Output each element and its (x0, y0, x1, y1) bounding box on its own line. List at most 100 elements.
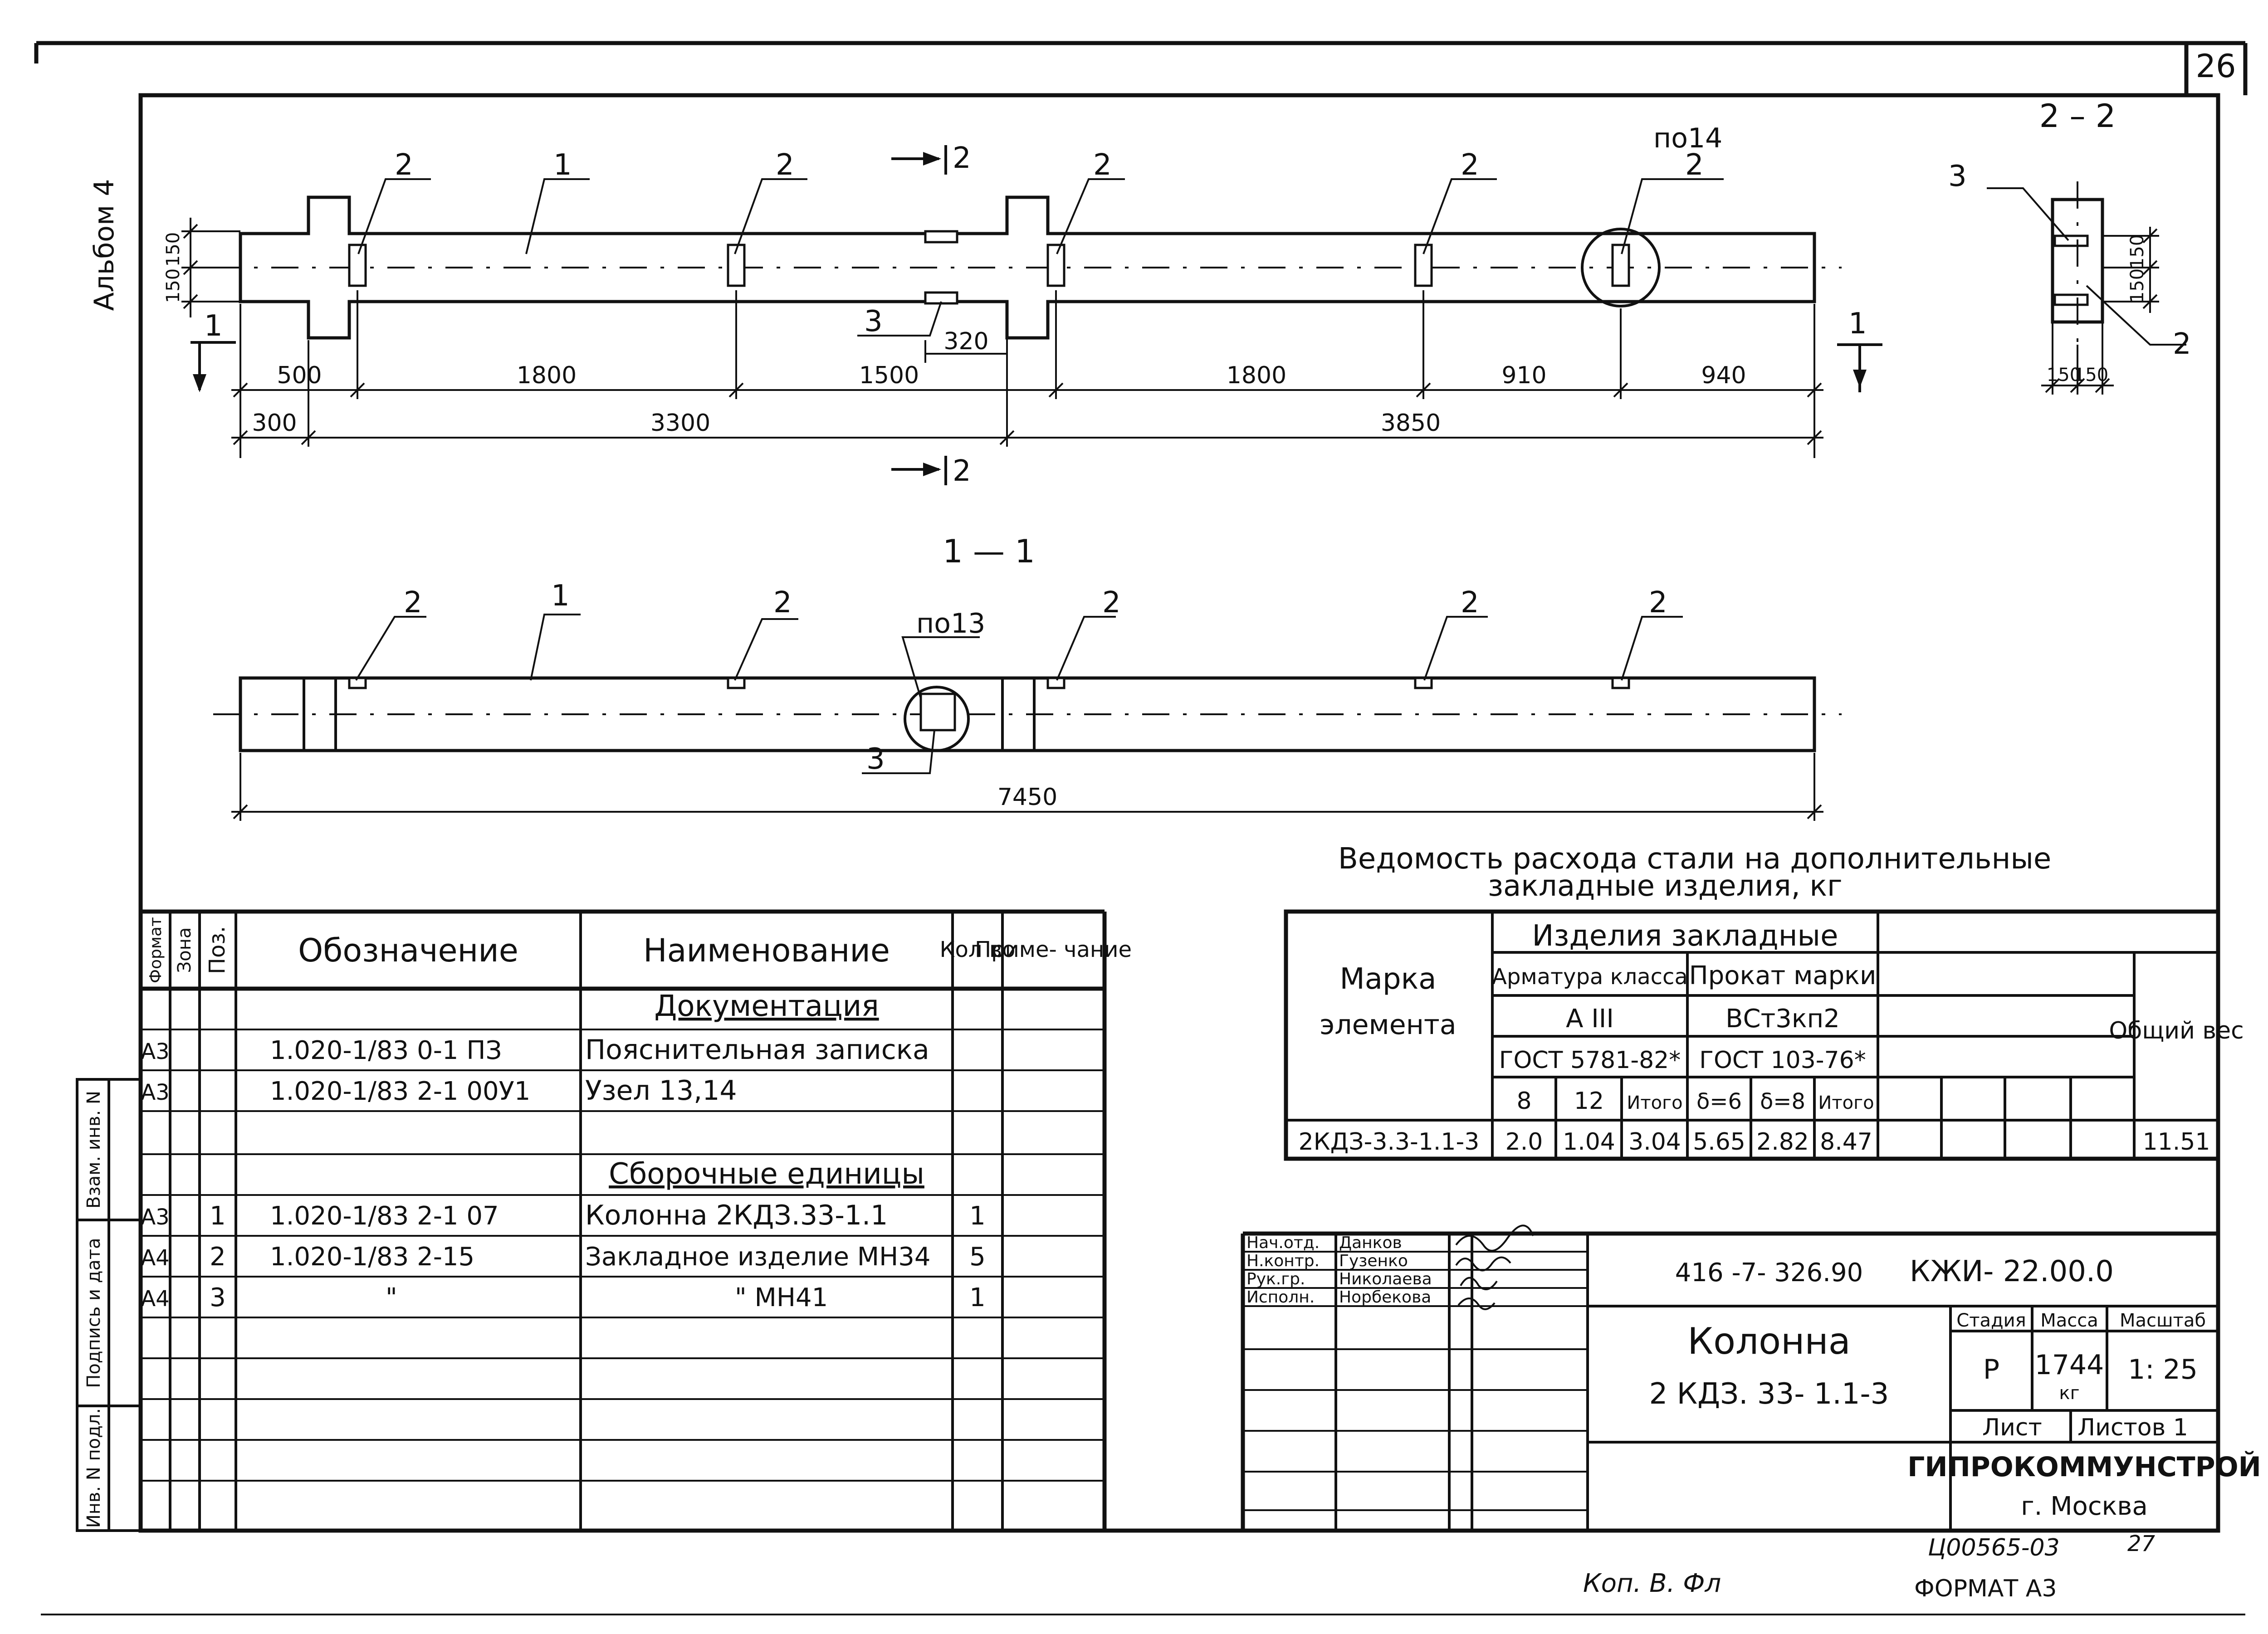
dim-row-2 (231, 340, 1823, 458)
steel-mark-header-2: элемента (1320, 1009, 1456, 1041)
steel-sub-total: Итого (1627, 1093, 1682, 1113)
doc-code: 416 -7- 326.90 (1675, 1258, 1863, 1288)
embed-plate (348, 244, 367, 287)
steel-row-total: 11.51 (2143, 1128, 2210, 1156)
embed-plate (1414, 244, 1433, 287)
object-title: Колонна (1687, 1320, 1850, 1362)
stage-label: Стадия (1956, 1310, 2026, 1331)
callout-2: 2 (1685, 148, 1704, 182)
sheet-frame (34, 41, 2248, 1615)
callout-1: 1 (551, 579, 570, 613)
sheet-number: 26 (2195, 48, 2236, 85)
cut-marker-1-left (191, 341, 236, 392)
cut-label-2: 2 (953, 454, 971, 488)
spec-name: Пояснительная записка (585, 1034, 929, 1066)
spec-designation: 1.020-1/83 2-15 (270, 1242, 474, 1272)
spec-row: А3 1 1.020-1/83 2-1 07 Колонна 2КДЗ.33-1… (141, 1200, 986, 1231)
steel-row-mark: 2КДЗ-3.3-1.1-3 (1299, 1128, 1480, 1156)
cut-marker-1-right (1837, 343, 1882, 392)
spec-designation: " (386, 1283, 397, 1312)
dim-940: 940 (1701, 362, 1746, 389)
dim-500: 500 (277, 362, 322, 389)
dim-150: 150 (163, 232, 184, 267)
spec-row: А4 2 1.020-1/83 2-15 Закладное изделие М… (141, 1242, 986, 1272)
spec-designation: 1.020-1/83 2-1 07 (270, 1201, 499, 1231)
dim-150: 150 (2127, 234, 2148, 269)
steel-rolled-gost: ГОСТ 103-76* (1699, 1047, 1866, 1074)
spec-header-zone: Зона (174, 927, 195, 973)
dim-vertical-left (181, 218, 240, 317)
spec-row: А4 3 " " МН41 1 (141, 1283, 986, 1312)
steel-group-header: Изделия закладные (1532, 919, 1838, 953)
cut-label-2: 2 (953, 141, 971, 175)
steel-rebar-header: Арматура класса (1492, 964, 1688, 990)
steel-rebar-class: А III (1566, 1004, 1614, 1034)
person-name: Данков (1339, 1234, 1402, 1252)
embed-plate (1046, 244, 1066, 287)
column-elevation (213, 178, 1842, 340)
dim-320-label: 320 (943, 328, 988, 355)
side-stamp (76, 1078, 142, 1532)
steel-val: 2.82 (1756, 1128, 1809, 1156)
org-name: ГИПРОКОММУНСТРОЙ (1907, 1450, 2261, 1483)
steel-sub-12: 12 (1574, 1088, 1604, 1115)
dim-3300: 3300 (650, 410, 710, 437)
spec-header-name: Наименование (643, 932, 890, 969)
side-stamp-sign-date: Подпись и дата (83, 1238, 104, 1388)
scale-value: 1: 25 (2128, 1354, 2198, 1385)
section-mark-1: 1 (1848, 307, 1867, 341)
dim-320 (924, 338, 1008, 363)
sheet-label: Лист (1982, 1414, 2042, 1441)
spec-pos: 2 (210, 1242, 226, 1272)
role: Нач.отд. (1246, 1234, 1320, 1252)
section-2-2-drawing (1987, 181, 2186, 395)
spec-row: Документация (654, 990, 879, 1023)
callout-1: 1 (553, 148, 572, 182)
object-code: 2 КДЗ. 33- 1.1-3 (1649, 1377, 1889, 1411)
dim-300: 300 (252, 410, 297, 437)
spec-name: Документация (654, 990, 879, 1023)
steel-table-title-2: закладные изделия, кг (1488, 869, 1843, 903)
sheets-label: Листов 1 (2077, 1414, 2188, 1441)
spec-row: А3 1.020-1/83 2-1 00У1 Узел 13,14 (141, 1075, 737, 1107)
callout-2: 2 (776, 148, 794, 182)
spec-pos: 3 (210, 1283, 226, 1312)
cut-marker-2-top (891, 145, 947, 175)
spec-format: А3 (141, 1080, 169, 1105)
signature-strokes (1455, 1224, 1534, 1310)
callout-2: 2 (773, 586, 792, 619)
dim-1500: 1500 (859, 362, 919, 389)
person-name: Николаева (1339, 1270, 1432, 1288)
dim-150: 150 (2127, 268, 2148, 303)
callout-3: 3 (864, 305, 883, 338)
callout-2: 2 (395, 148, 413, 182)
spec-name: Сборочные единицы (609, 1157, 924, 1191)
callout-2: 2 (1461, 586, 1479, 619)
spec-designation: 1.020-1/83 0-1 ПЗ (270, 1036, 502, 1065)
spec-designation: 1.020-1/83 2-1 00У1 (270, 1077, 530, 1106)
steel-table-grid (1284, 909, 2220, 1161)
spec-qty: 5 (969, 1242, 986, 1272)
embed-plate (727, 244, 746, 287)
spec-qty: 1 (969, 1201, 986, 1231)
section-1-1-drawing (213, 614, 1842, 821)
role: Рук.гр. (1246, 1270, 1305, 1288)
role: Н.контр. (1246, 1252, 1320, 1270)
spec-header-format: Формат (147, 917, 165, 983)
steel-mark-header: Марка (1340, 962, 1437, 996)
spec-header-designation: Обозначение (298, 932, 518, 969)
dim-1800: 1800 (1227, 362, 1286, 389)
dim-150: 150 (2074, 365, 2108, 385)
steel-sub-8: 8 (1516, 1088, 1531, 1115)
steel-rebar-gost: ГОСТ 5781-82* (1499, 1047, 1681, 1074)
dim-row-1 (231, 290, 1823, 399)
format-label: ФОРМАТ А3 (1914, 1575, 2057, 1602)
dim-1800: 1800 (517, 362, 577, 389)
callout-3: 3 (866, 742, 885, 776)
person-name: Гузенко (1339, 1252, 1408, 1270)
archive-number: Ц00565-03 (1928, 1534, 2060, 1561)
mass-label: Масса (2040, 1310, 2098, 1331)
cut-marker-2-bottom (891, 456, 947, 485)
stage-value: Р (1983, 1354, 1999, 1385)
